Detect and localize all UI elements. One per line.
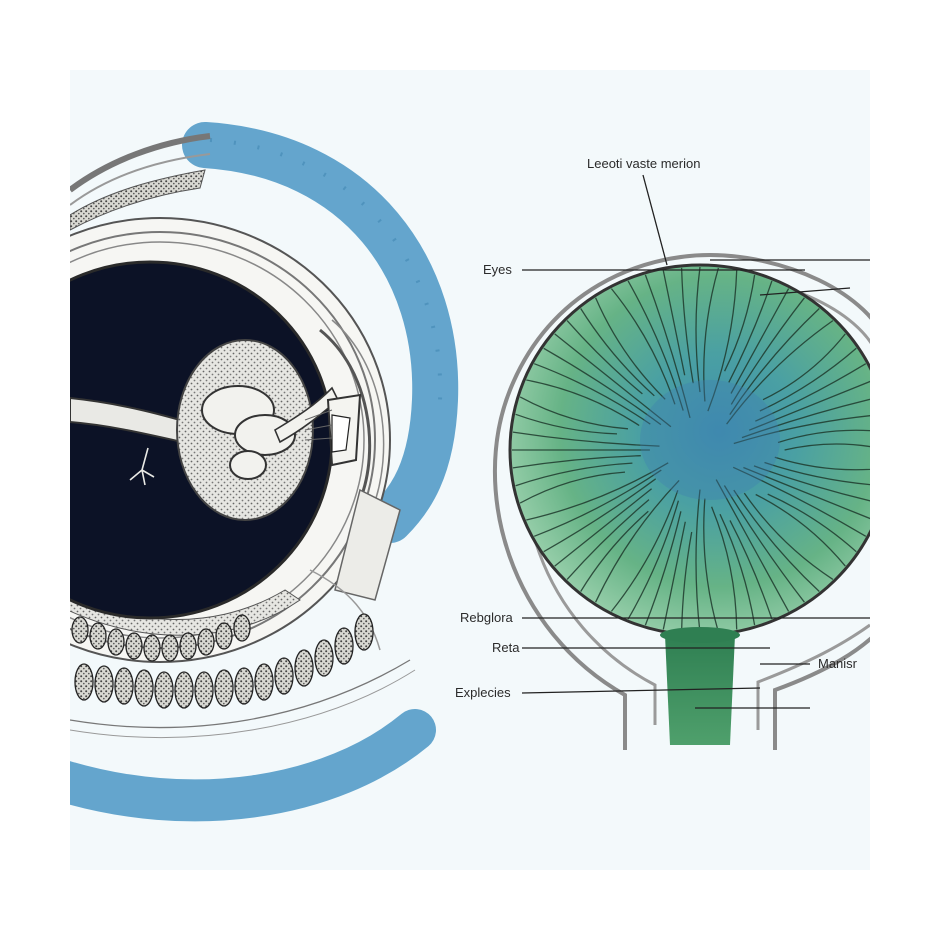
outer-blue-membrane [182,122,459,543]
retina-vein [726,320,834,425]
retina-vein [595,297,666,400]
retina-vein [554,488,653,567]
retina-vein [627,500,680,620]
retina-vein [719,513,756,626]
retina-vein [743,466,870,520]
anatomy-illustration [70,70,870,870]
diagram-sheet: Leeoti vaste merion Eyes Rebglora Reta E… [70,70,870,870]
label-regiora: Rebglora [460,610,513,625]
label-reta: Reta [492,640,520,655]
retina-vein [774,456,870,471]
lower-blue-membrane [70,709,436,822]
retina-vein [543,478,657,553]
retina-vein [533,363,651,425]
retina-vein [610,288,676,405]
retina-vein [729,520,773,620]
retina-vein [733,415,870,445]
retina-vein [580,510,649,592]
retina-vein [662,270,686,376]
retina-vein [784,443,870,451]
label-explecies: Explecies [455,685,511,700]
retina-vein [767,493,857,553]
retina-vein [707,270,738,412]
retina-vein [741,398,870,439]
label-top: Leeoti vaste merion [587,156,701,171]
retina-vein [748,380,870,431]
retina-vein [543,347,662,426]
retina-vein [627,280,684,411]
retina-vein [526,379,640,427]
retina-vein [759,347,857,412]
retina-vein [644,511,682,626]
retina-vein [703,267,720,402]
retina-vein [680,531,693,633]
retina-vein [730,297,805,405]
retina-vein [730,288,790,394]
retina-vein [755,493,846,567]
retina-vein [519,471,626,504]
label-manism: Manisr [818,656,858,671]
retina-vein [610,490,679,612]
retina-vein [519,396,629,430]
right-retina-section [492,252,870,750]
retina-vein [710,506,738,630]
retina-vein [695,489,701,634]
retina-vein [554,333,672,428]
retina-vein [724,274,756,372]
label-eyes: Eyes [483,262,512,277]
retina-vein [777,429,870,444]
left-eye-section [70,122,459,822]
retina-vein [580,308,655,397]
retina-vein [764,461,870,486]
retina-vein [512,431,660,447]
retina-vein [762,333,846,401]
retina-vein [728,280,773,383]
retina-vein [723,485,805,603]
retina-vein [533,469,662,537]
retina-vein [732,466,867,537]
retina-vein [733,489,820,592]
retina-vein [512,455,641,469]
retina-vein [595,479,680,603]
retina-vein [729,308,820,415]
retina-vein [743,492,834,580]
beaded-row [71,613,374,709]
retina-vein [526,462,669,521]
retina-vein [680,267,694,384]
retina-vein [715,479,790,612]
retina-vein [515,462,633,487]
retina-vein [515,413,618,435]
retina-vein [695,266,701,393]
retina-vein [566,499,650,580]
leader-lines [521,174,870,709]
retina-vein [755,363,867,422]
retina-vein [644,274,691,419]
retina-vein [566,320,643,395]
retina-vein [753,465,870,502]
optic-stalk [665,635,735,745]
